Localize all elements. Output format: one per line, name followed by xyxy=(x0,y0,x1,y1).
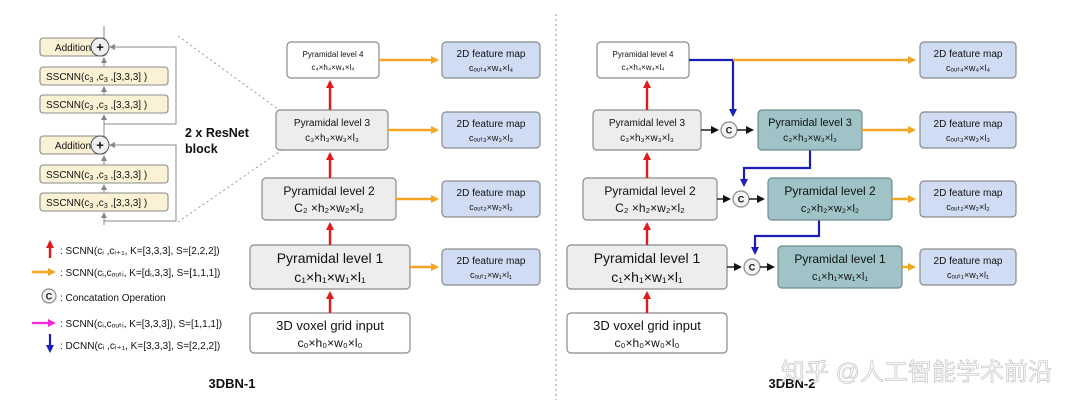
r-feature-map-4-dim: cₒᵤₜ₄×w₄×l₄ xyxy=(946,63,990,73)
caption-3dbn-2: 3DBN-2 xyxy=(769,376,816,391)
legend-concat-icon xyxy=(41,288,57,304)
legend-magenta-text: : SCNN(cᵢ,cₒᵤₜᵢ, K=[3,3,3]), S=[1,1,1]) xyxy=(60,319,222,330)
r-pyramid-level-2-dim: C₂ ×h₂×w₂×l₂ xyxy=(615,201,685,215)
r-pyramid-level-3-title: Pyramidal level 3 xyxy=(609,118,686,129)
sscnn-label-1: SSCNN(c3 ,c3 ,[3,3,3] ) xyxy=(46,72,147,84)
watermark: 知乎 @人工智能学术前沿 xyxy=(781,359,1052,386)
plus-symbol-2: + xyxy=(96,138,104,153)
feature-map-1-dim: cₒᵤₜ₁×w₁×l₁ xyxy=(470,270,512,280)
resnet-label-line1: 2 x ResNet xyxy=(185,126,250,140)
feature-map-2-box xyxy=(441,180,541,218)
r-feature-map-3-box xyxy=(919,111,1017,149)
feature-map-2-dim: cₒᵤₜ₂×w₂×l₂ xyxy=(469,202,513,212)
r-voxel-input-title: 3D voxel grid input xyxy=(593,318,701,333)
legend-concat-symbol: C xyxy=(46,292,53,302)
sscnn-label-3: SSCNN(c3 ,c3 ,[3,3,3] ) xyxy=(46,170,147,182)
r-voxel-input-dim: c₀×h₀×w₀×l₀ xyxy=(615,336,680,350)
pyramid-level-1-dim: c₁×h₁×w₁×l₁ xyxy=(294,269,366,285)
r-feature-map-2-title: 2D feature map xyxy=(934,188,1003,199)
res-skip-2 xyxy=(104,44,177,125)
teal-level-2-title: Pyramidal level 2 xyxy=(784,184,876,198)
r-feature-map-2-dim: cₒᵤₜ₂×w₂×l₂ xyxy=(946,202,990,212)
legend-red-text: : SCNN(cᵢ ,cᵢ₊₁, K=[3,3,3], S=[2,2,2]) xyxy=(60,246,220,257)
teal-level-1-title: Pyramidal level 1 xyxy=(794,252,886,266)
r-feature-map-1-title: 2D feature map xyxy=(934,256,1003,267)
addition-label-1: Addition xyxy=(55,43,91,54)
feature-map-4-dim: cₒᵤₜ₄×w₄×l₄ xyxy=(469,63,513,73)
sscnn-label-4: SSCNN(c3 ,c3 ,[3,3,3] ) xyxy=(46,198,147,210)
voxel-input-title: 3D voxel grid input xyxy=(276,318,384,333)
feature-map-3-dim: cₒᵤₜ₃×w₃×l₃ xyxy=(469,133,513,143)
r-pyramid-level-3-box xyxy=(592,109,702,151)
legend-orange-text: : SCNN(cᵢ,cₒᵤₜᵢ, K=[dᵢ,3,3], S=[1,1,1]) xyxy=(60,268,220,279)
concat-node-2-symbol: C xyxy=(738,195,745,205)
caption-3dbn-1: 3DBN-1 xyxy=(209,376,256,391)
r-feature-map-4-title: 2D feature map xyxy=(934,49,1003,60)
feature-map-4-title: 2D feature map xyxy=(457,49,526,60)
r-pyramid-level-4-title: Pyramidal level 4 xyxy=(613,50,674,59)
concat-node-1-symbol: C xyxy=(749,263,756,273)
pyramid-level-2-dim: C₂ ×h₂×w₂×l₂ xyxy=(294,201,364,215)
res-skip-1 xyxy=(104,142,177,222)
feature-map-1-box xyxy=(441,248,541,286)
teal-level-3-title: Pyramidal level 3 xyxy=(768,117,852,129)
network-3dbn-1: Pyramidal level 4 c₄×h₄×w₄×l₄ Pyramidal … xyxy=(249,41,541,354)
feature-map-1-title: 2D feature map xyxy=(457,256,526,267)
feature-map-3-box xyxy=(441,111,541,149)
blue-arrow-2-to-1 xyxy=(751,220,821,255)
resnet-label-line2: block xyxy=(185,142,218,156)
r-pyramid-level-4-dim: c₄×h₄×w₄×l₄ xyxy=(621,63,664,72)
feature-map-2-title: 2D feature map xyxy=(457,188,526,199)
legend-blue-text: : DCNN(cᵢ ,cᵢ₊₁, K=[3,3,3], S=[2,2,2]) xyxy=(60,341,220,352)
pyramid-level-2-title: Pyramidal level 2 xyxy=(283,184,375,198)
feature-map-3-title: 2D feature map xyxy=(457,119,526,130)
sscnn-label-2: SSCNN(c3 ,c3 ,[3,3,3] ) xyxy=(46,100,147,112)
pyramid-level-3-title: Pyramidal level 3 xyxy=(294,118,371,129)
pyramid-level-4-dim: c₄×h₄×w₄×l₄ xyxy=(311,63,354,72)
blue-arrow-4-to-3 xyxy=(689,58,737,117)
r-pyramid-level-2-title: Pyramidal level 2 xyxy=(604,184,696,198)
pyramid-level-3-box xyxy=(275,109,389,151)
teal-level-3-dim: c₃×h₃×w₃×l₃ xyxy=(783,133,837,144)
resnet-block: Addition + SSCNN(c3 ,c3 ,[3,3,3] ) SSCNN… xyxy=(39,26,250,225)
zoom-line-bottom xyxy=(177,149,283,223)
zoom-line-top xyxy=(177,35,283,113)
r-feature-map-3-title: 2D feature map xyxy=(934,119,1003,130)
feature-map-4-box xyxy=(441,41,541,79)
pyramid-level-1-title: Pyramidal level 1 xyxy=(277,250,384,266)
teal-level-3-box xyxy=(757,109,863,151)
legend-concat-text: : Concatation Operation xyxy=(60,293,166,304)
r-feature-map-2-box xyxy=(919,180,1017,218)
r-pyramid-level-3-dim: c₃×h₃×w₃×l₃ xyxy=(620,133,674,144)
r-feature-map-1-dim: cₒᵤₜ₁×w₁×l₁ xyxy=(947,270,989,280)
r-feature-map-1-box xyxy=(919,248,1017,286)
r-pyramid-level-1-title: Pyramidal level 1 xyxy=(594,250,701,266)
concat-node-3-symbol: C xyxy=(726,126,733,136)
plus-symbol-1: + xyxy=(96,40,104,55)
r-pyramid-level-1-dim: c₁×h₁×w₁×l₁ xyxy=(611,269,683,285)
pyramid-level-4-box xyxy=(286,41,380,79)
teal-level-2-dim: c₂×h₂×w₂×l₂ xyxy=(801,203,859,215)
pyramid-level-4-title: Pyramidal level 4 xyxy=(303,50,364,59)
r-feature-map-3-dim: cₒᵤₜ₃×w₃×l₃ xyxy=(946,133,990,143)
addition-label-2: Addition xyxy=(55,141,91,152)
voxel-input-dim: c₀×h₀×w₀×l₀ xyxy=(298,336,363,350)
r-pyramid-level-4-box xyxy=(596,41,690,79)
r-feature-map-4-box xyxy=(919,41,1017,79)
teal-level-1-dim: c₁×h₁×w₁×l₁ xyxy=(812,271,868,283)
pyramid-level-3-dim: c₃×h₃×w₃×l₃ xyxy=(305,133,359,144)
blue-arrow-3-to-2 xyxy=(740,150,812,187)
network-3dbn-2: Pyramidal level 4 c₄×h₄×w₄×l₄ Pyramidal … xyxy=(566,41,1017,354)
legend: : SCNN(cᵢ ,cᵢ₊₁, K=[3,3,3], S=[2,2,2]) :… xyxy=(32,240,222,353)
